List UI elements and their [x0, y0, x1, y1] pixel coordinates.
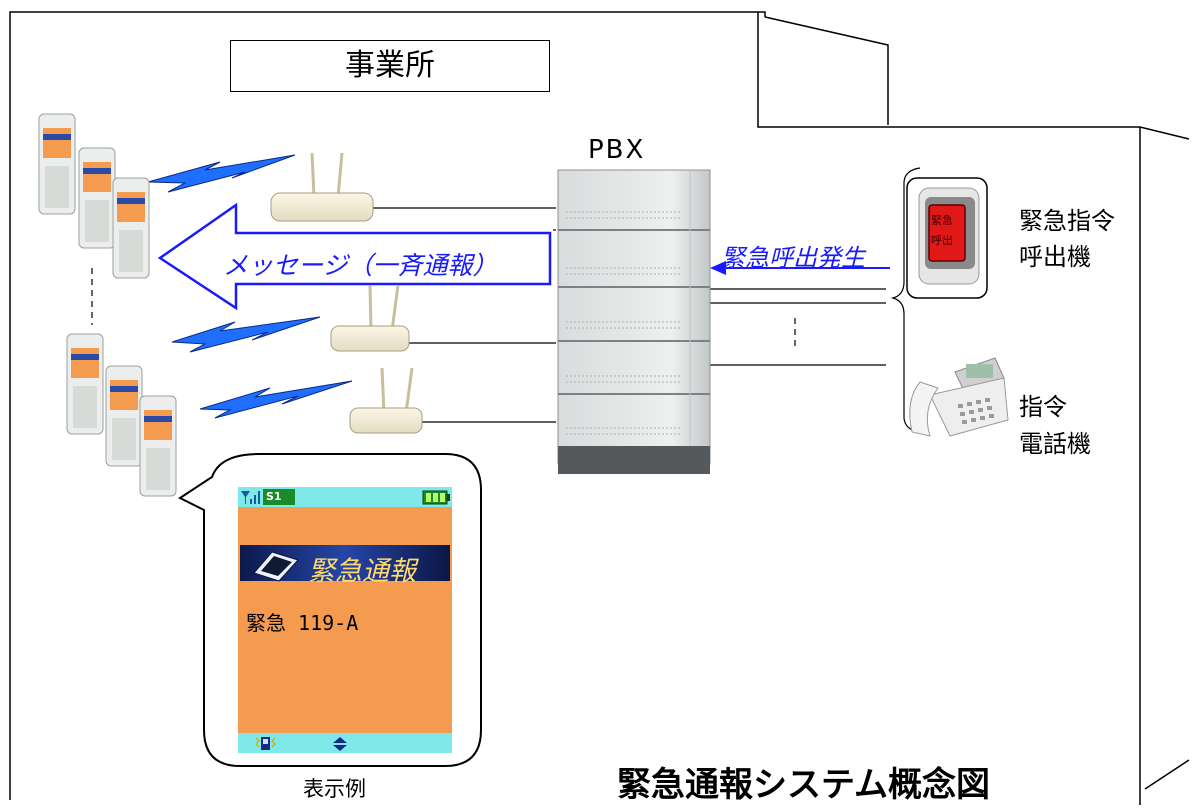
button-label-line1: 緊急 — [931, 214, 953, 227]
device-label-line2: 呼出機 — [1019, 243, 1091, 271]
handset-group-top — [38, 113, 150, 279]
handset — [105, 365, 143, 467]
diagram-title: 緊急通報システム概念図 — [617, 765, 990, 805]
pbx-label: PBX — [588, 135, 646, 165]
button-label-line2: 呼出 — [931, 234, 953, 247]
emergency-button-label: 緊急 呼出 — [930, 211, 954, 251]
handset — [112, 177, 150, 279]
command-telephone-label: 指令 電話機 — [1019, 389, 1091, 463]
status-badge: S1 — [266, 490, 282, 503]
pbx-cabinet — [557, 169, 711, 474]
handset — [139, 395, 177, 497]
command-telephone — [909, 357, 1009, 437]
access-point-1 — [270, 152, 374, 222]
handset — [78, 147, 116, 249]
office-label: 事業所 — [230, 40, 550, 92]
device-label-line2: 電話機 — [1019, 430, 1091, 458]
vibrate-icon — [255, 737, 276, 750]
display-example-caption: 表示例 — [303, 777, 366, 801]
handset — [38, 113, 76, 215]
access-point-2 — [330, 284, 410, 352]
emergency-call-label: 緊急呼出発生 — [721, 244, 865, 272]
office-room-outline — [9, 11, 1190, 805]
handset — [66, 333, 104, 435]
lightning-icon — [147, 154, 353, 419]
scroll-arrows-icon — [333, 737, 347, 751]
alert-banner-text: 緊急通報 — [308, 556, 416, 587]
handset-group-bottom — [66, 333, 177, 497]
phone-screen — [238, 487, 452, 753]
broadcast-arrow — [157, 202, 552, 311]
emergency-call-arrow — [710, 261, 890, 275]
battery-icon — [422, 490, 450, 505]
emergency-caller-device — [906, 177, 988, 299]
signal-icon — [241, 491, 260, 504]
broadcast-message-label: メッセージ（一斉通報） — [223, 251, 498, 280]
emergency-caller-device-label: 緊急指令 呼出機 — [1019, 203, 1115, 275]
alert-message-text: 緊急 119-A — [246, 611, 359, 635]
device-label-line1: 緊急指令 — [1019, 207, 1115, 235]
status-badge-box — [263, 489, 295, 505]
cables — [91, 167, 921, 433]
access-point-3 — [349, 367, 423, 434]
device-label-line1: 指令 — [1019, 393, 1067, 421]
